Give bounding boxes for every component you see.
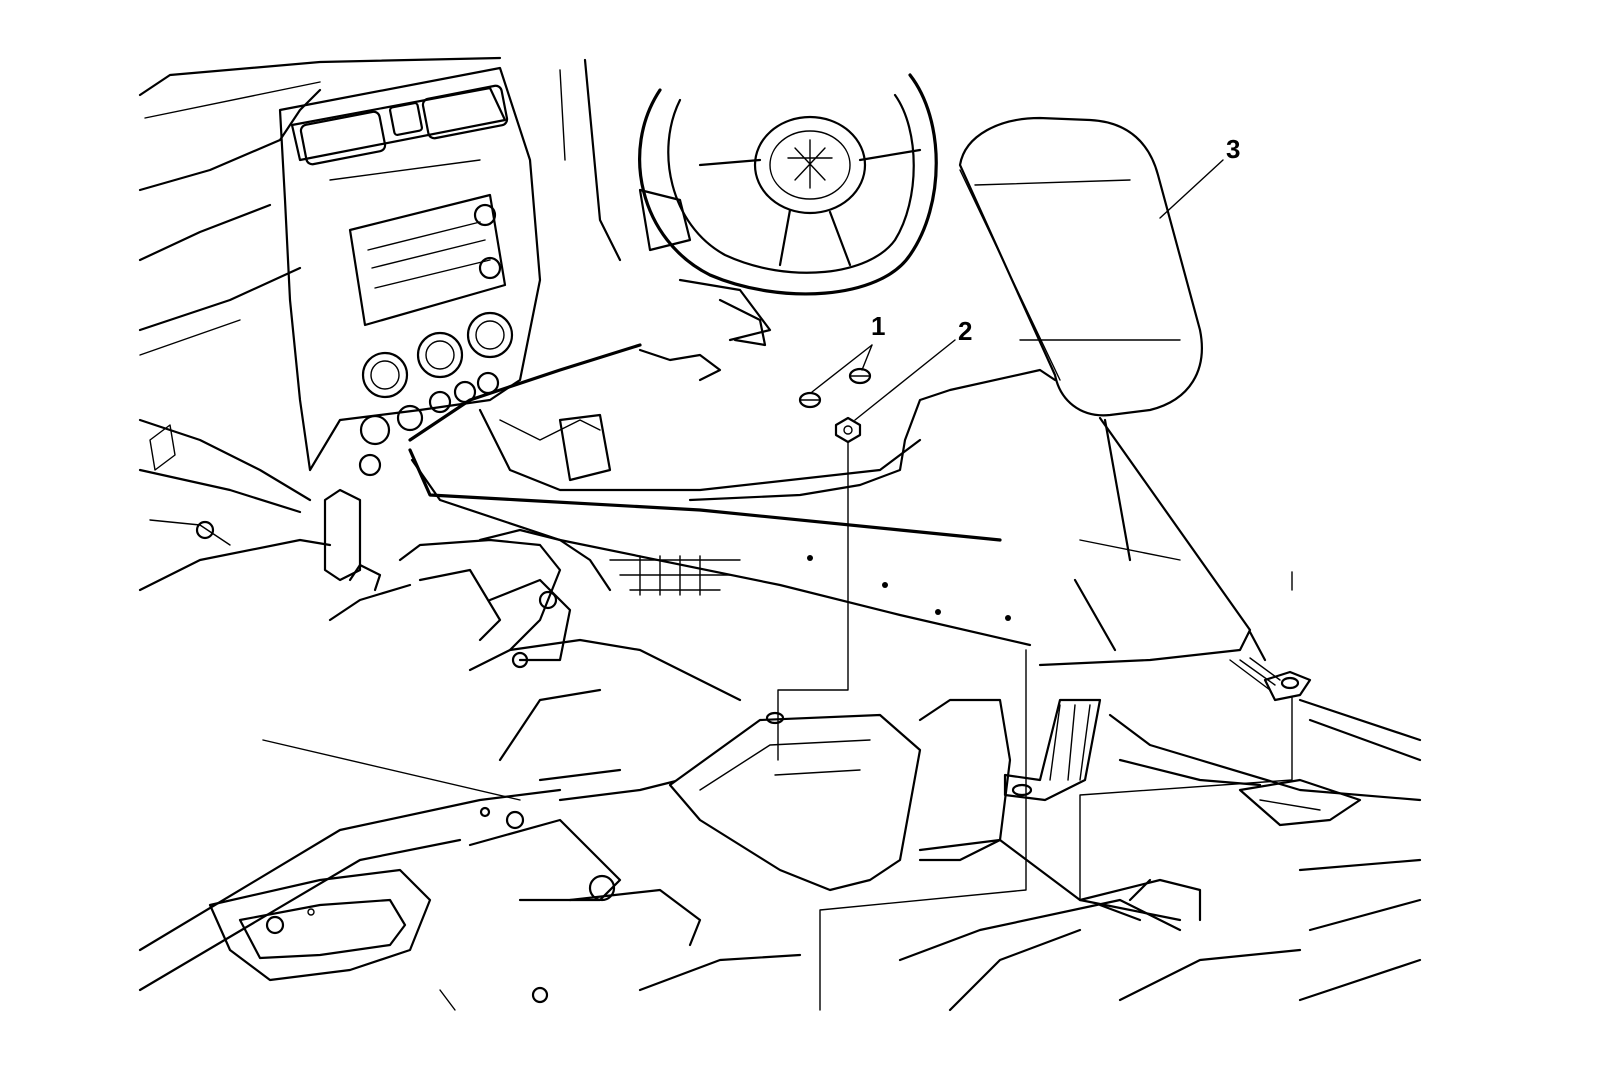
- bolt-1b: [848, 367, 872, 385]
- floor-pan: [138, 519, 1422, 1012]
- instrument-panel: [138, 56, 502, 514]
- park-brake-assembly: [323, 348, 741, 669]
- callout-1-label: 1: [871, 311, 885, 341]
- callout-2-label: 2: [958, 316, 972, 346]
- floor-console: [408, 116, 1312, 802]
- alignment-lines: [777, 159, 1293, 1011]
- bolt-1a: [798, 391, 822, 409]
- callout-3-label: 3: [1226, 134, 1240, 164]
- nut-2: [834, 416, 862, 444]
- steering-wheel: [559, 58, 938, 347]
- center-stack: [278, 66, 542, 477]
- fasteners: [798, 367, 872, 444]
